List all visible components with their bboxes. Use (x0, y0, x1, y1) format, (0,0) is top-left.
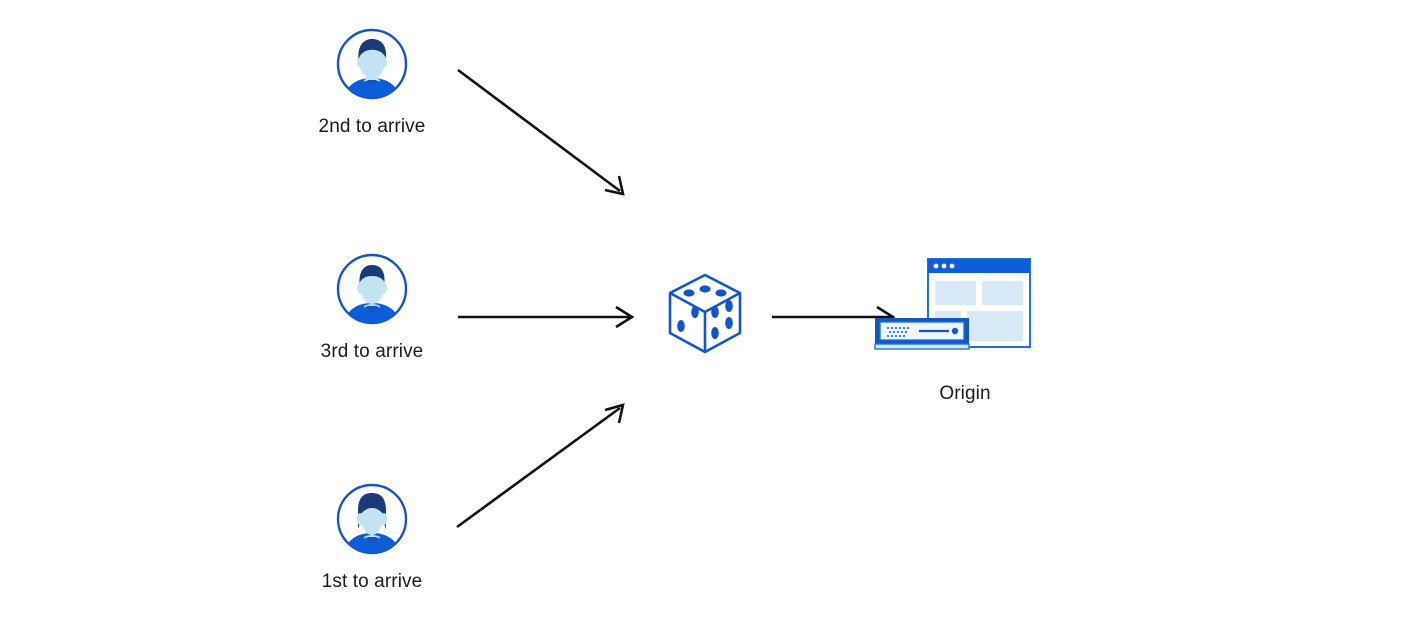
user-avatar-icon (334, 26, 410, 102)
node-label-visitor-3rd: 3rd to arrive (320, 341, 424, 362)
node-label-visitor-2nd: 2nd to arrive (318, 116, 426, 137)
node-randomizer[interactable] (655, 265, 755, 361)
user-avatar-icon (334, 481, 410, 557)
browser-window (927, 258, 1031, 348)
arrow-2nd-to-dice-head (604, 175, 625, 196)
server-device (874, 318, 970, 350)
node-visitor-1st[interactable]: 1st to arrive (292, 481, 452, 593)
arrow-1st-to-dice-head (604, 403, 625, 424)
node-label-origin: Origin (939, 383, 991, 404)
arrow-1st-to-dice-line (456, 406, 621, 529)
origin-server-icon (865, 255, 1065, 367)
user-avatar-icon (334, 251, 410, 327)
node-visitor-3rd[interactable]: 3rd to arrive (292, 251, 452, 363)
arrow-3rd-to-dice-head (615, 305, 635, 329)
arrow-2nd-to-dice-line (457, 68, 621, 193)
node-origin[interactable]: Origin (865, 255, 1065, 405)
node-visitor-2nd[interactable]: 2nd to arrive (292, 26, 452, 138)
node-label-visitor-1st: 1st to arrive (321, 571, 423, 592)
dice-icon (657, 265, 753, 361)
